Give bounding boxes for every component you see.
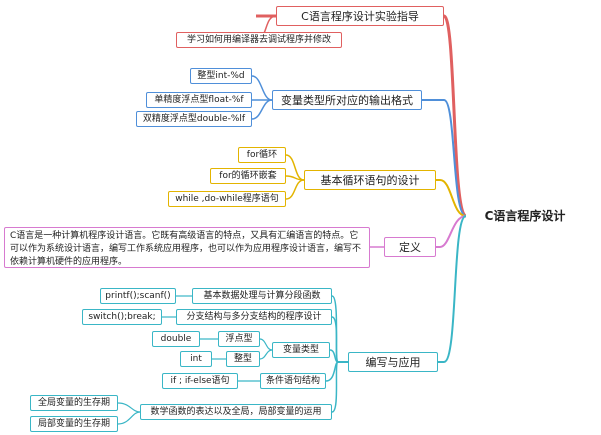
format-int[interactable]: 整型int-%d xyxy=(190,68,252,84)
lab-child-debug[interactable]: 学习如何用编译器去调试程序并修改 xyxy=(176,32,342,48)
branch-format[interactable]: 变量类型所对应的输出格式 xyxy=(272,90,422,110)
loop-for-nested[interactable]: for的循环嵌套 xyxy=(210,168,286,184)
loop-while[interactable]: while ,do-while程序语句 xyxy=(168,191,286,207)
usage-float-type[interactable]: 浮点型 xyxy=(218,331,260,347)
link-root-loop xyxy=(439,179,467,217)
link-root-definition xyxy=(439,215,467,248)
definition-text[interactable]: C语言是一种计算机程序设计语言。它既有高级语言的特点，又具有汇编语言的特点。它可… xyxy=(4,227,370,268)
usage-double[interactable]: double xyxy=(152,331,200,347)
usage-local-lifetime[interactable]: 局部变量的生存期 xyxy=(30,416,118,432)
branch-loop[interactable]: 基本循环语句的设计 xyxy=(304,170,436,190)
root-topic[interactable]: C语言程序设计 xyxy=(484,209,566,223)
link-root-format xyxy=(443,99,467,217)
usage-printf-scanf[interactable]: printf();scanf() xyxy=(100,288,176,304)
format-float[interactable]: 单精度浮点型float-%f xyxy=(146,92,252,108)
usage-variable-types[interactable]: 变量类型 xyxy=(272,342,330,358)
link-root-lab xyxy=(442,14,468,218)
usage-basic-data[interactable]: 基本数据处理与计算分段函数 xyxy=(192,288,332,304)
usage-switch-break[interactable]: switch();break; xyxy=(82,309,162,325)
usage-conditional[interactable]: 条件语句结构 xyxy=(260,373,326,389)
branch-lab[interactable]: C语言程序设计实验指导 xyxy=(276,6,444,26)
link-root-usage xyxy=(443,215,467,363)
loop-for[interactable]: for循环 xyxy=(238,147,286,163)
usage-math-functions[interactable]: 数学函数的表达以及全局，局部变量的运用 xyxy=(140,404,332,420)
usage-global-lifetime[interactable]: 全局变量的生存期 xyxy=(30,395,118,411)
usage-int[interactable]: int xyxy=(180,351,212,367)
usage-int-type[interactable]: 整型 xyxy=(226,351,260,367)
format-double[interactable]: 双精度浮点型double-%lf xyxy=(136,111,252,127)
branch-usage[interactable]: 编写与应用 xyxy=(348,352,438,372)
branch-definition[interactable]: 定义 xyxy=(384,237,436,257)
usage-branch-structure[interactable]: 分支结构与多分支结构的程序设计 xyxy=(176,309,332,325)
usage-if-else[interactable]: if ; if-else语句 xyxy=(162,373,238,389)
